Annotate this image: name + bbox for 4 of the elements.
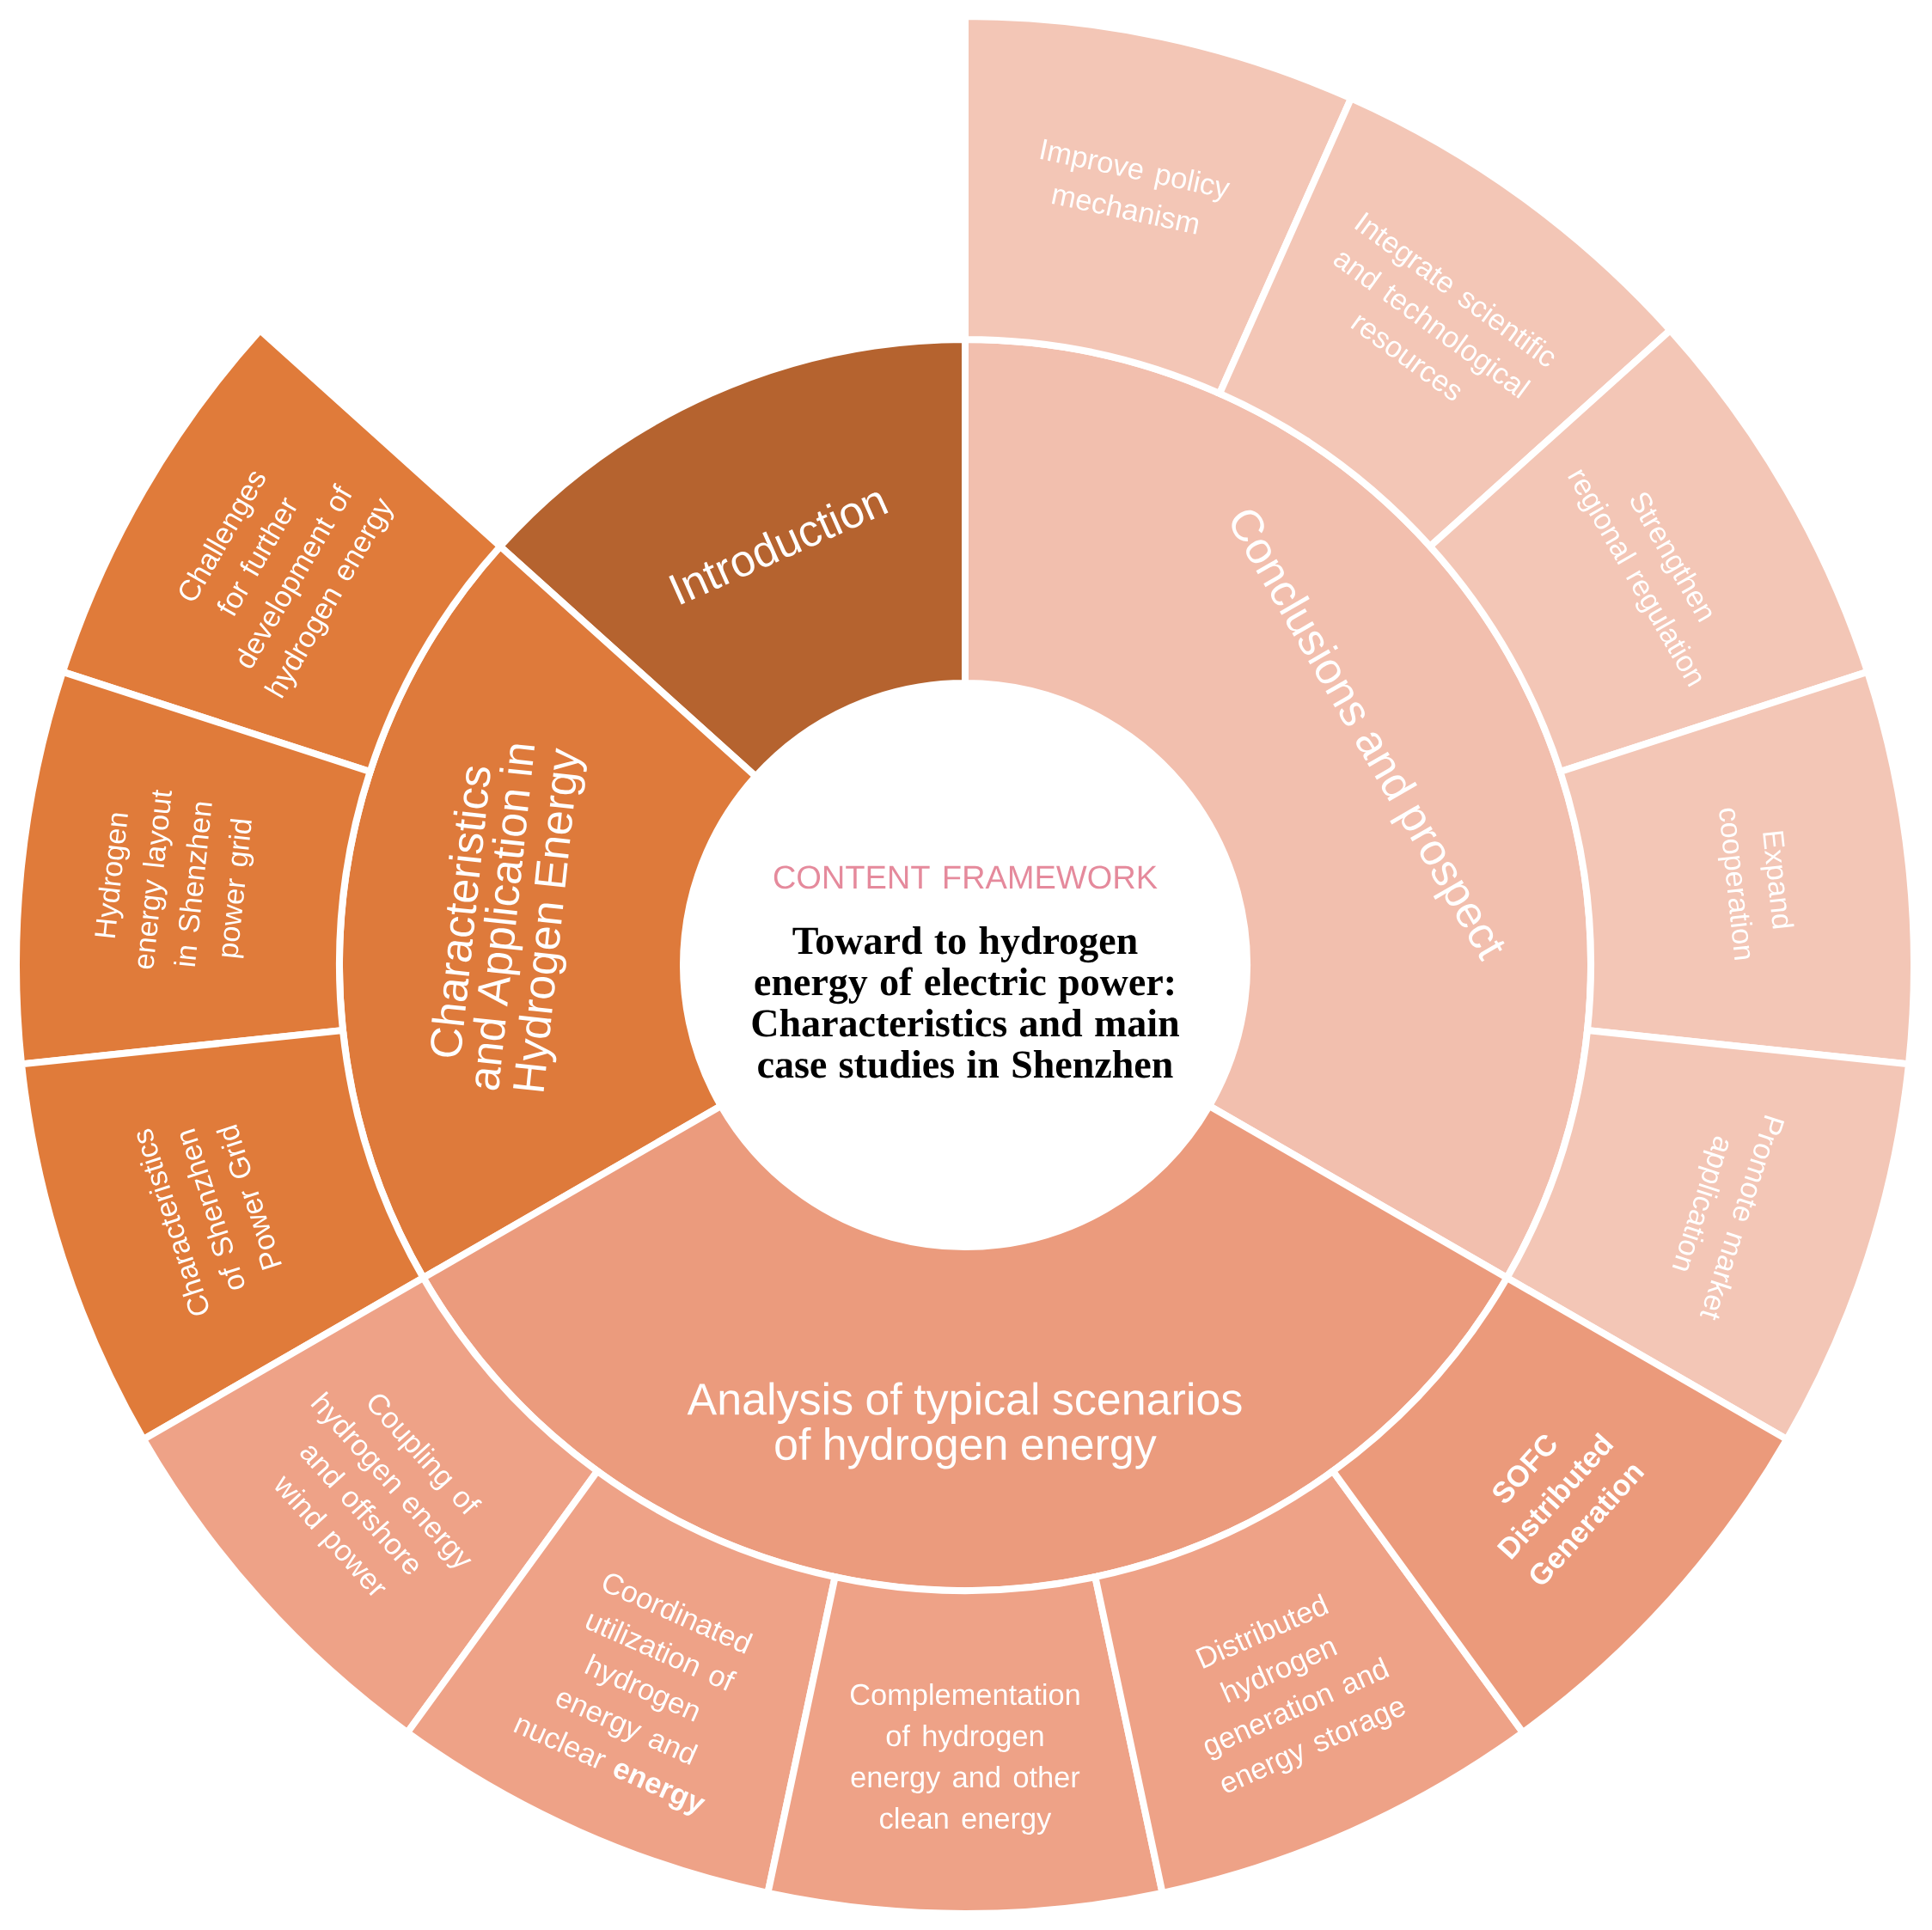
node-label: Complementation of hydrogen energy and other clean energy bbox=[850, 1683, 1080, 1835]
ring-segment: Complementation of hydrogen energy and other clean energy bbox=[764, 1573, 1166, 1917]
center-title: CONTENT FRAMEWORK Toward to hydrogen energy of electric power: Characteristics and main case studies in Shenzhen bbox=[752, 865, 1179, 1078]
node-label: Expand cooperation bbox=[1717, 808, 1794, 960]
